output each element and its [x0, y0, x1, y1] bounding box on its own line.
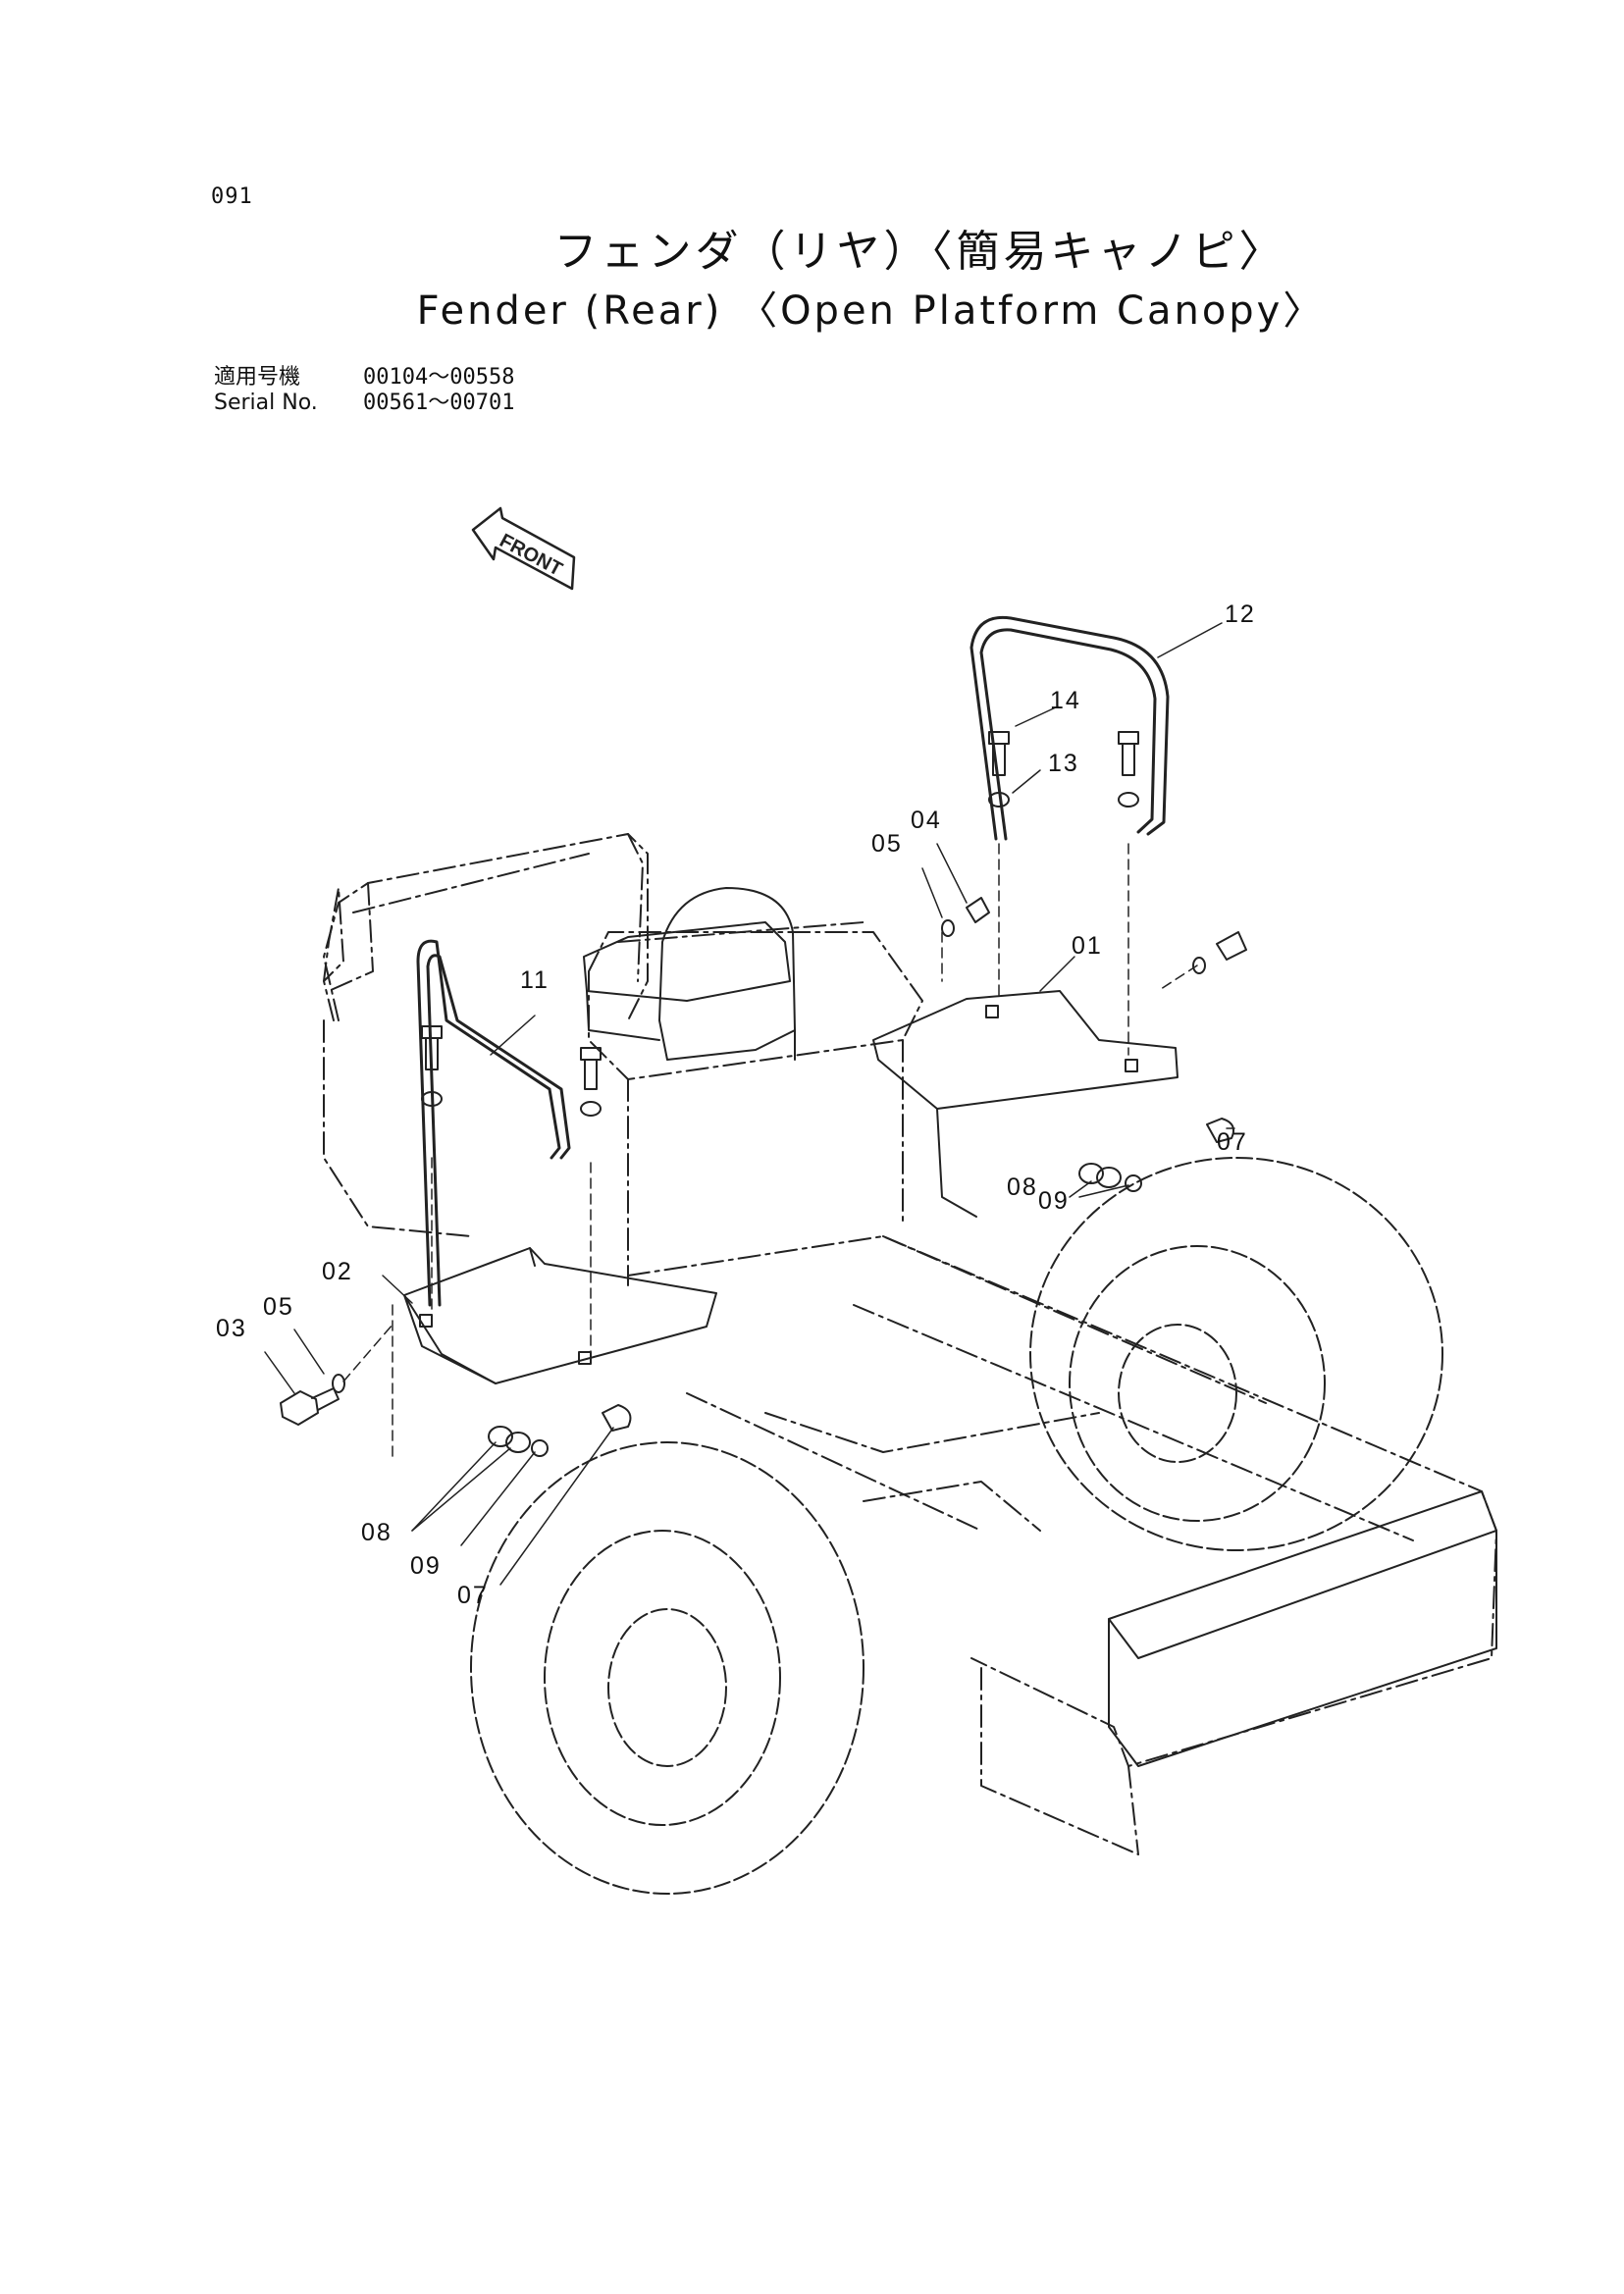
- front-direction-arrow: FRONT: [471, 506, 576, 591]
- callout-02: 02: [322, 1258, 353, 1285]
- serial-row-2: Serial No. 00561～00701: [214, 391, 514, 416]
- front-left-tire: [470, 1441, 864, 1895]
- front-arrow-label: FRONT: [496, 530, 565, 581]
- callout-05-right: 05: [871, 830, 903, 858]
- callout-08-left: 08: [361, 1519, 393, 1546]
- callout-07-left: 07: [457, 1582, 489, 1609]
- callout-leaders: [264, 622, 1235, 1586]
- callout-14: 14: [1050, 687, 1081, 714]
- right-handrail: [969, 615, 1170, 841]
- callout-04: 04: [911, 807, 942, 834]
- callout-07-right: 07: [1217, 1128, 1248, 1156]
- rear-bumper: [1108, 1490, 1497, 1767]
- callout-11: 11: [520, 966, 550, 994]
- callout-09-left: 09: [410, 1552, 442, 1580]
- callout-08-right: 08: [1007, 1173, 1038, 1201]
- serial-range-2: 00561～00701: [363, 391, 515, 415]
- rear-right-tire: [1029, 1157, 1443, 1551]
- serial-row-1: 適用号機 00104～00558: [214, 365, 514, 391]
- serial-label-japanese: 適用号機: [214, 365, 301, 390]
- callout-12: 12: [1225, 600, 1256, 628]
- callout-05-left: 05: [263, 1293, 294, 1321]
- left-fender-bracket: [403, 1247, 717, 1384]
- callout-03: 03: [216, 1315, 247, 1342]
- alignment-lines: [342, 843, 1198, 1463]
- callout-09-right: 09: [1038, 1187, 1070, 1215]
- serial-number-block: 適用号機 00104～00558 Serial No. 00561～00701: [214, 365, 514, 416]
- serial-label-english: Serial No.: [214, 391, 318, 415]
- seat-stand-outline: [588, 921, 923, 1286]
- callout-01: 01: [1072, 932, 1103, 960]
- chassis-frame-outline: [627, 1235, 1497, 1855]
- callout-13: 13: [1048, 750, 1079, 777]
- mounting-hardware: [280, 731, 1247, 1457]
- serial-range-1: 00104～00558: [363, 365, 515, 390]
- engine-hood-outline: [323, 833, 649, 1237]
- page-title-japanese: フェンダ（リヤ）〈簡易キャノピ〉: [553, 227, 1286, 277]
- page-number: 091: [211, 184, 253, 209]
- page-title-english: Fender (Rear) 〈Open Platform Canopy〉: [416, 288, 1326, 334]
- operator-seat: [583, 887, 796, 1061]
- right-fender-bracket: [872, 990, 1179, 1218]
- left-handrail: [416, 939, 571, 1307]
